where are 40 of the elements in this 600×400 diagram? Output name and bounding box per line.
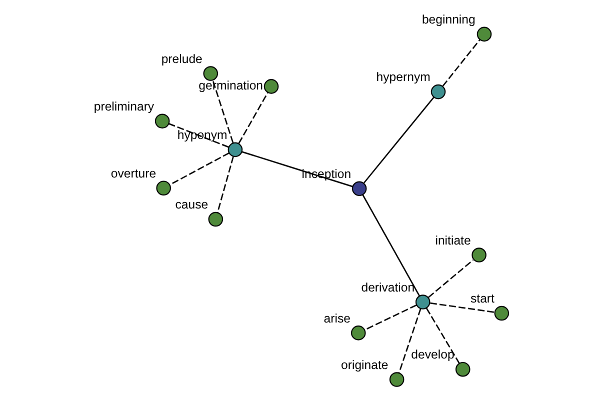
connector [216,156,234,213]
node-circle [414,294,430,310]
connector [442,39,480,86]
node-label: preliminary [93,99,154,114]
node-circle [154,114,170,129]
node-circle [351,181,366,196]
connector [364,304,416,330]
node-circle [156,180,170,196]
node-label: prelude [160,52,202,66]
node-label: derivation [360,280,414,294]
connector [168,152,229,186]
connector [425,308,460,364]
node-circle [227,142,242,158]
node-label: cause [174,198,208,212]
node-label: originate [340,358,388,372]
node-circle [208,212,223,227]
connector [428,259,474,298]
node-circle [471,248,486,262]
node-circle [350,326,366,340]
connector [238,92,268,144]
node-circle [476,26,492,42]
node-circle [454,362,470,377]
node-circle [263,79,278,94]
node-circle [430,84,446,100]
node-circle [202,66,218,81]
node-label: initiate [434,233,470,248]
node-circle [388,372,404,387]
connector [363,97,434,184]
connector [362,194,420,296]
node-label: arise [323,311,350,326]
node-label: beginning [421,12,475,27]
connector [398,308,421,374]
node-circle [494,306,509,321]
node-label: start [470,292,494,306]
connector [430,302,494,313]
node-label: germination [198,78,263,92]
node-label: overture [110,166,156,180]
connector [212,80,234,143]
node-label: develop [410,348,454,362]
node-label: hypernym [376,70,430,84]
